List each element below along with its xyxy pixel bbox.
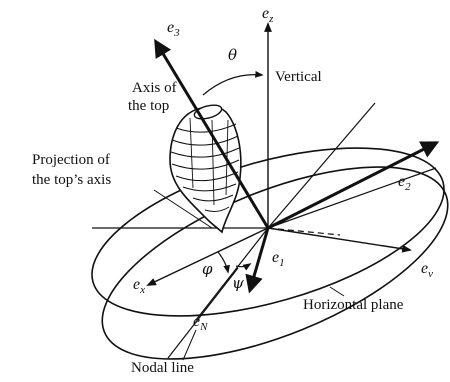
phi-arc	[217, 251, 230, 274]
vertical-label: Vertical	[275, 69, 322, 85]
nodal-line-label: Nodal line	[131, 360, 194, 376]
e1-label: e1	[272, 249, 285, 269]
ex-label: ex	[133, 276, 145, 296]
projection-leader	[153, 189, 213, 229]
ez-label: ez	[262, 5, 274, 25]
e2-axis-arrow	[267, 141, 440, 230]
e3-label: e3	[167, 19, 180, 39]
projection-label-line1: Projection of	[32, 152, 110, 168]
ev-label: ev	[421, 260, 433, 280]
e2-label: e2	[398, 173, 411, 193]
plane-diagonal-lower	[167, 267, 239, 359]
axis-of-top-label-line2: the top	[128, 98, 169, 114]
plane-diagonal-upper	[267, 102, 376, 229]
phi-label: φ	[202, 260, 213, 278]
theta-label: θ	[228, 46, 237, 64]
plane-line-right	[267, 167, 437, 229]
psi-label: ψ	[232, 274, 244, 292]
theta-arc	[202, 71, 264, 96]
axis-of-top-label-line1: Axis of	[132, 80, 177, 96]
horizontal-plane-ellipse	[91, 147, 445, 317]
nodal-line-segment	[195, 227, 269, 321]
horizontal-plane-label: Horizontal plane	[303, 297, 404, 313]
psi-arc	[235, 263, 252, 271]
eN-label: eN	[193, 313, 208, 333]
e1-axis-arrow	[245, 227, 270, 294]
e3-axis-arrow	[154, 38, 270, 229]
ev-axis-arrow	[267, 227, 412, 253]
ex-axis-arrow	[146, 227, 269, 286]
nodal-line-leader	[182, 329, 197, 361]
horizontal-plane-leader	[329, 286, 345, 297]
projection-label-line2: the top’s axis	[32, 172, 111, 188]
